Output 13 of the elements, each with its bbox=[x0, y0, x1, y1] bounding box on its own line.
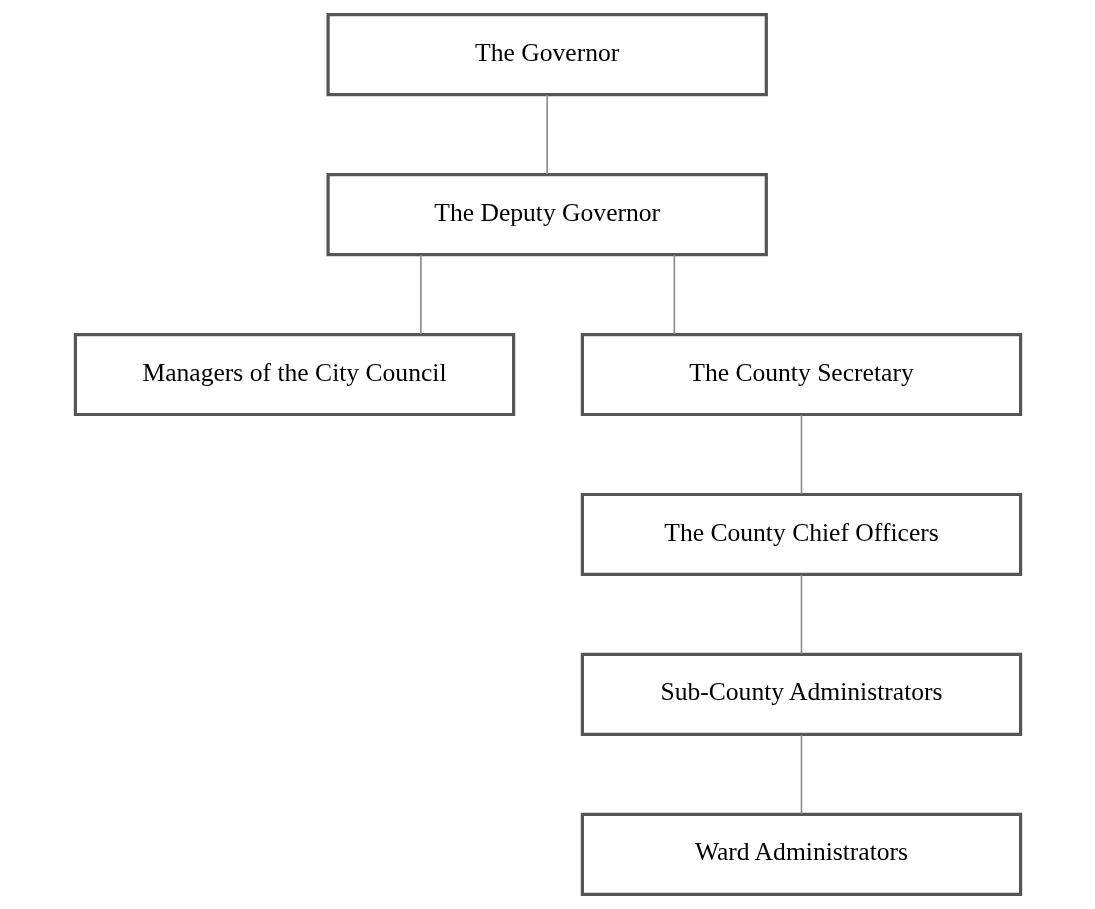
node-box: The County Secretary bbox=[580, 332, 1022, 417]
node-box: Ward Administrators bbox=[580, 812, 1022, 896]
node-box: Sub-County Administrators bbox=[580, 652, 1022, 736]
connector bbox=[673, 254, 675, 335]
connector bbox=[545, 94, 548, 176]
connector bbox=[419, 254, 422, 335]
node-box: The County Chief Officers bbox=[580, 492, 1022, 577]
connector bbox=[800, 414, 802, 495]
connector bbox=[800, 574, 802, 655]
connector bbox=[800, 733, 802, 815]
node-box: The Governor bbox=[326, 13, 768, 97]
node-box: The Deputy Governor bbox=[326, 173, 768, 257]
node-box: Managers of the City Council bbox=[73, 332, 515, 417]
